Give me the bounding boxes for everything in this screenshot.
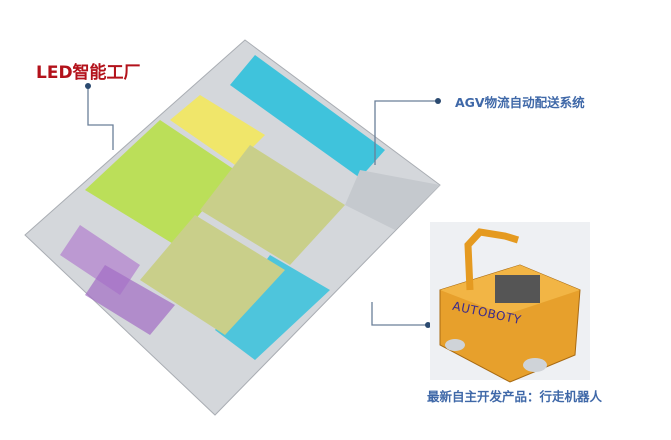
robot-wheel bbox=[523, 358, 547, 372]
blue-zone-bottom bbox=[215, 255, 330, 360]
robot-arm bbox=[464, 228, 520, 291]
production-zone-bottom bbox=[140, 215, 285, 335]
production-zone-left bbox=[85, 120, 235, 245]
right-wing bbox=[345, 170, 440, 230]
yellow-zone bbox=[170, 95, 265, 165]
robot-label: 最新自主开发产品：行走机器人 bbox=[427, 389, 603, 404]
callout-dot-robot bbox=[425, 322, 431, 328]
production-zone-purple-2 bbox=[85, 265, 175, 335]
blue-zone-top bbox=[230, 55, 385, 178]
robot-wheel bbox=[445, 339, 465, 351]
factory-label: LED智能工厂 bbox=[36, 63, 141, 83]
callout-dot-agv bbox=[435, 98, 441, 104]
leader-lines bbox=[87, 86, 438, 326]
agv-label: AGV物流自动配送系统 bbox=[455, 95, 585, 110]
robot-battery-pack bbox=[495, 275, 540, 303]
production-zone-right bbox=[200, 145, 345, 265]
callout-dot-factory bbox=[85, 83, 91, 89]
